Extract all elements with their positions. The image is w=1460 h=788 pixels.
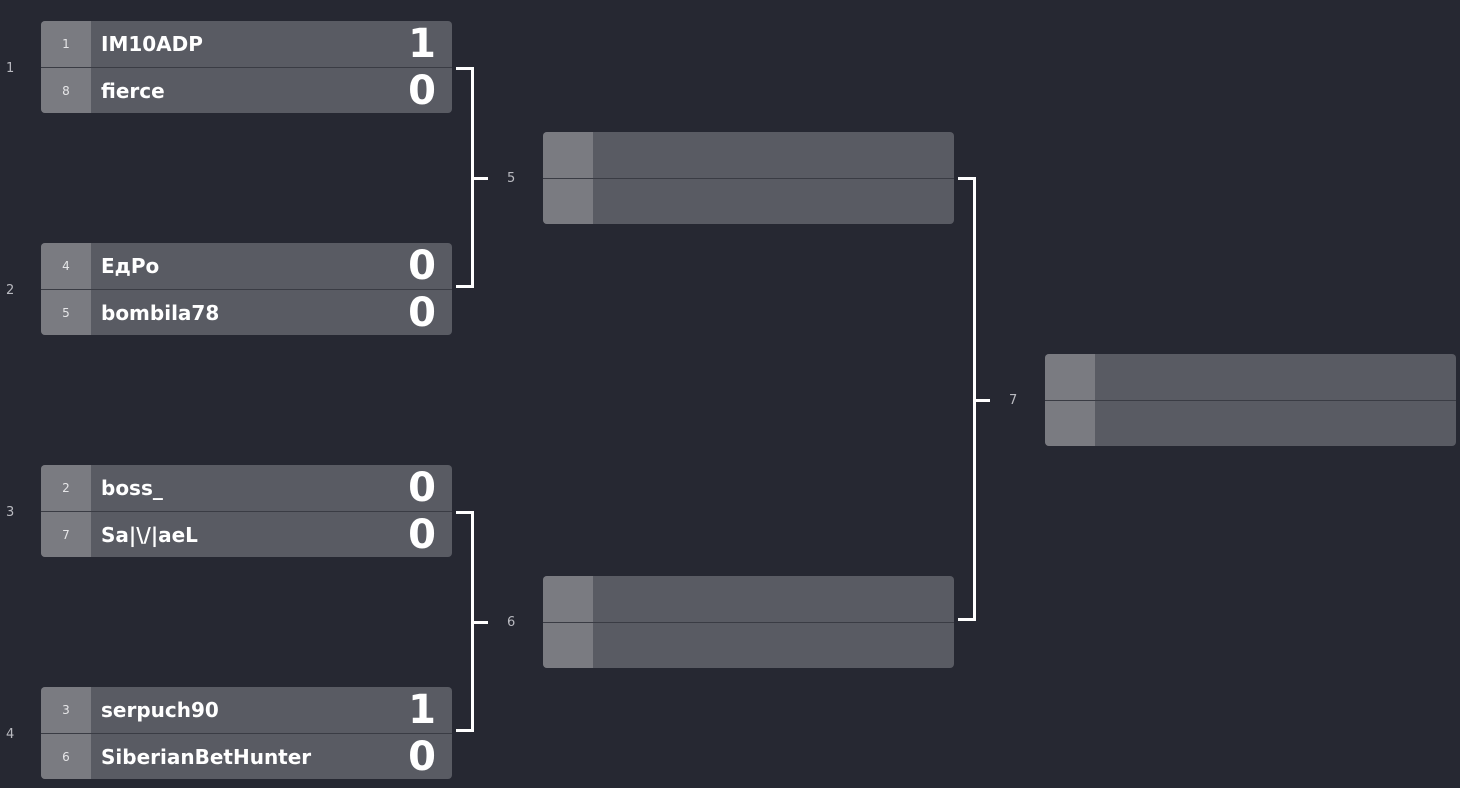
seed-number: 1 xyxy=(41,21,91,67)
seed-box xyxy=(543,132,593,178)
bracket-connector xyxy=(456,511,474,514)
seed-number: 5 xyxy=(41,290,91,335)
team-slot[interactable] xyxy=(543,622,954,668)
bracket-connector xyxy=(958,618,976,621)
team-score: 0 xyxy=(408,733,436,779)
bracket-connector xyxy=(471,621,488,624)
team-score: 0 xyxy=(408,465,436,511)
seed-box xyxy=(543,576,593,622)
bracket-connector xyxy=(471,177,488,180)
seed-number: 6 xyxy=(41,734,91,779)
bracket-connector xyxy=(456,729,474,732)
team-name: fierce xyxy=(101,78,165,103)
team-slot[interactable] xyxy=(1045,400,1456,446)
team-name: ЕдРо xyxy=(101,254,160,278)
seed-number: 7 xyxy=(41,512,91,557)
bracket-connector xyxy=(958,177,976,180)
team-slot[interactable]: 8 fierce 0 xyxy=(41,67,452,113)
team-name: IM10ADP xyxy=(101,32,203,56)
team-score: 1 xyxy=(408,687,436,733)
bracket-connector xyxy=(456,285,474,288)
match-card[interactable]: 3 serpuch90 1 6 SiberianBetHunter 0 xyxy=(41,687,452,779)
bracket-connector xyxy=(973,399,990,402)
team-slot[interactable] xyxy=(543,178,954,224)
match-card[interactable]: 1 IM10ADP 1 8 fierce 0 xyxy=(41,21,452,113)
team-slot[interactable]: 4 ЕдРо 0 xyxy=(41,243,452,289)
match-number: 4 xyxy=(6,727,15,742)
match-number: 2 xyxy=(6,283,15,298)
match-card[interactable]: 2 boss_ 0 7 Sa|\/|aeL 0 xyxy=(41,465,452,557)
team-slot[interactable]: 7 Sa|\/|aeL 0 xyxy=(41,511,452,557)
match-card[interactable] xyxy=(543,576,954,668)
match-number: 7 xyxy=(1009,393,1018,408)
seed-number: 2 xyxy=(41,465,91,511)
team-score: 1 xyxy=(408,21,436,67)
seed-box xyxy=(1045,401,1095,446)
match-card[interactable] xyxy=(1045,354,1456,446)
match-card[interactable]: 4 ЕдРо 0 5 bombila78 0 xyxy=(41,243,452,335)
seed-number: 3 xyxy=(41,687,91,733)
seed-box xyxy=(543,623,593,668)
seed-box xyxy=(1045,354,1095,400)
team-slot[interactable] xyxy=(543,132,954,178)
team-name: SiberianBetHunter xyxy=(101,744,312,769)
match-number: 5 xyxy=(507,171,516,186)
team-score: 0 xyxy=(408,511,436,557)
team-slot[interactable]: 1 IM10ADP 1 xyxy=(41,21,452,67)
seed-number: 4 xyxy=(41,243,91,289)
team-slot[interactable] xyxy=(543,576,954,622)
seed-number: 8 xyxy=(41,68,91,113)
team-slot[interactable]: 6 SiberianBetHunter 0 xyxy=(41,733,452,779)
match-number: 1 xyxy=(6,61,15,76)
team-slot[interactable]: 2 boss_ 0 xyxy=(41,465,452,511)
match-number: 3 xyxy=(6,505,15,520)
match-card[interactable] xyxy=(543,132,954,224)
team-name: boss_ xyxy=(101,476,163,500)
team-name: Sa|\/|aeL xyxy=(101,522,198,547)
team-name: serpuch90 xyxy=(101,698,219,722)
team-slot[interactable]: 3 serpuch90 1 xyxy=(41,687,452,733)
team-name: bombila78 xyxy=(101,300,220,325)
team-slot[interactable] xyxy=(1045,354,1456,400)
team-slot[interactable]: 5 bombila78 0 xyxy=(41,289,452,335)
team-score: 0 xyxy=(408,289,436,335)
bracket-connector xyxy=(456,67,474,70)
team-score: 0 xyxy=(408,243,436,289)
match-number: 6 xyxy=(507,615,516,630)
seed-box xyxy=(543,179,593,224)
team-score: 0 xyxy=(408,67,436,113)
